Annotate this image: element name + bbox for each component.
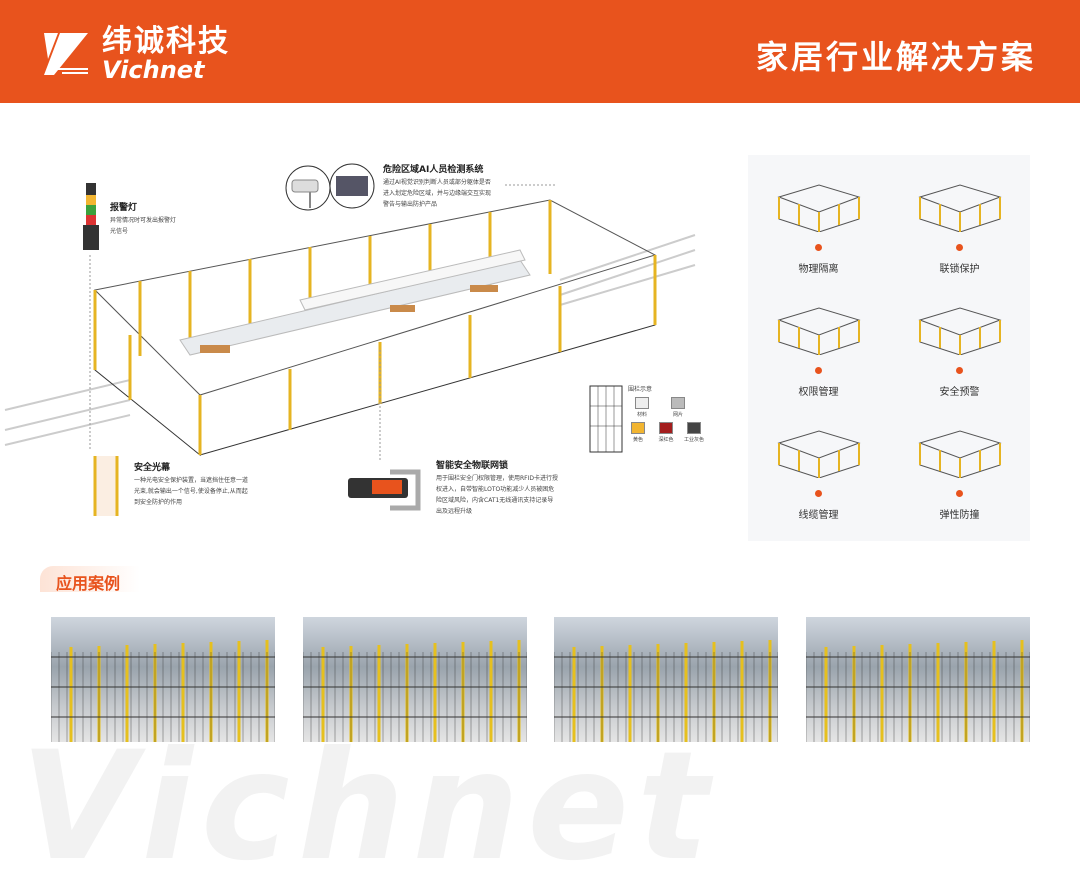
logo-mark-icon xyxy=(44,33,88,75)
fence-feature-icon xyxy=(917,184,1002,233)
case-photo xyxy=(302,617,527,742)
logo-cn: 纬诚科技 xyxy=(102,24,230,59)
bullet-dot xyxy=(956,490,963,497)
features-panel: 物理隔离 联锁保护权限管理 安全预警线缆管理 弹性防撞 xyxy=(748,155,1030,541)
feature-item: 权限管理 xyxy=(748,300,889,399)
fence-feature-icon xyxy=(776,430,861,479)
feature-label: 弹性防撞 xyxy=(939,510,980,521)
legend-label: 工业灰色 xyxy=(684,437,705,443)
swatch-icon xyxy=(687,422,701,434)
legend-label: 网片 xyxy=(672,412,683,418)
feature-label: 线缆管理 xyxy=(798,510,839,521)
feature-item: 安全预警 xyxy=(889,300,1030,399)
logo: 纬诚科技 Vichnet xyxy=(40,26,230,82)
bullet-dot xyxy=(815,490,822,497)
light-curtain-note: 安全光幕一种光电安全保护装置，当遮挡住任意一道光束,就会输出一个信号,使设备停止… xyxy=(134,463,249,506)
legend-label: 材料 xyxy=(636,412,647,418)
feature-item: 弹性防撞 xyxy=(889,423,1030,522)
swatch-icon xyxy=(671,397,685,409)
iot-lock-note: 智能安全物联网锁用于围栏安全门权限管理，使用RFID卡进行授权进入，自带智能LO… xyxy=(436,461,559,515)
fence-diagram: 报警灯异常情况时可发出报警灯光信号 危险区域AI人员检测系统通过AI视觉识别判断… xyxy=(0,140,740,540)
feature-item: 物理隔离 xyxy=(748,177,889,276)
page-title: 家居行业解决方案 xyxy=(755,38,1036,76)
case-photo xyxy=(805,617,1030,742)
feature-label: 物理隔离 xyxy=(798,264,839,275)
feature-item: 联锁保护 xyxy=(889,177,1030,276)
swatch-icon xyxy=(635,397,649,409)
case-photo xyxy=(51,617,275,742)
feature-item: 线缆管理 xyxy=(748,423,889,522)
fence-feature-icon xyxy=(776,184,861,233)
case-photo xyxy=(554,617,778,742)
legend-item: 深红色 xyxy=(656,422,676,443)
logo-en: Vichnet xyxy=(102,56,205,84)
bullet-dot xyxy=(815,244,822,251)
alarm-light-note: 报警灯异常情况时可发出报警灯光信号 xyxy=(110,203,177,235)
ai-detection-note: 危险区域AI人员检测系统通过AI视觉识别判断人员或部分躯体是否进入划定危险区域，… xyxy=(383,165,492,208)
camera-icon xyxy=(285,163,375,211)
bullet-dot xyxy=(956,367,963,374)
legend-item: 黄色 xyxy=(628,422,648,443)
alarm-light-icon xyxy=(83,183,99,250)
watermark: Vichnet xyxy=(20,720,717,894)
fence-feature-icon xyxy=(917,307,1002,356)
legend-item: 网片 xyxy=(664,397,692,418)
light-curtain-icon xyxy=(93,456,119,516)
feature-label: 权限管理 xyxy=(798,387,839,398)
section-title-cases: 应用案例 xyxy=(56,574,121,593)
swatch-icon xyxy=(631,422,645,434)
fence-legend: 围栏示意 材料网片黄色深红色工业灰色 xyxy=(628,386,705,443)
case-title-bg xyxy=(40,566,140,592)
feature-label: 安全预警 xyxy=(939,387,980,398)
bullet-dot xyxy=(956,244,963,251)
iot-lock-icon xyxy=(348,469,421,511)
feature-label: 联锁保护 xyxy=(939,264,980,275)
header: 纬诚科技 Vichnet 家居行业解决方案 xyxy=(0,0,1080,103)
legend-label: 黄色 xyxy=(632,437,643,443)
fence-illustration xyxy=(4,163,696,516)
fence-panel-icon xyxy=(589,385,623,453)
bullet-dot xyxy=(815,367,822,374)
fence-feature-icon xyxy=(917,430,1002,479)
legend-item: 工业灰色 xyxy=(684,422,704,443)
legend-label: 深红色 xyxy=(658,437,674,443)
swatch-icon xyxy=(659,422,673,434)
legend-item: 材料 xyxy=(628,397,656,418)
fence-feature-icon xyxy=(776,307,861,356)
